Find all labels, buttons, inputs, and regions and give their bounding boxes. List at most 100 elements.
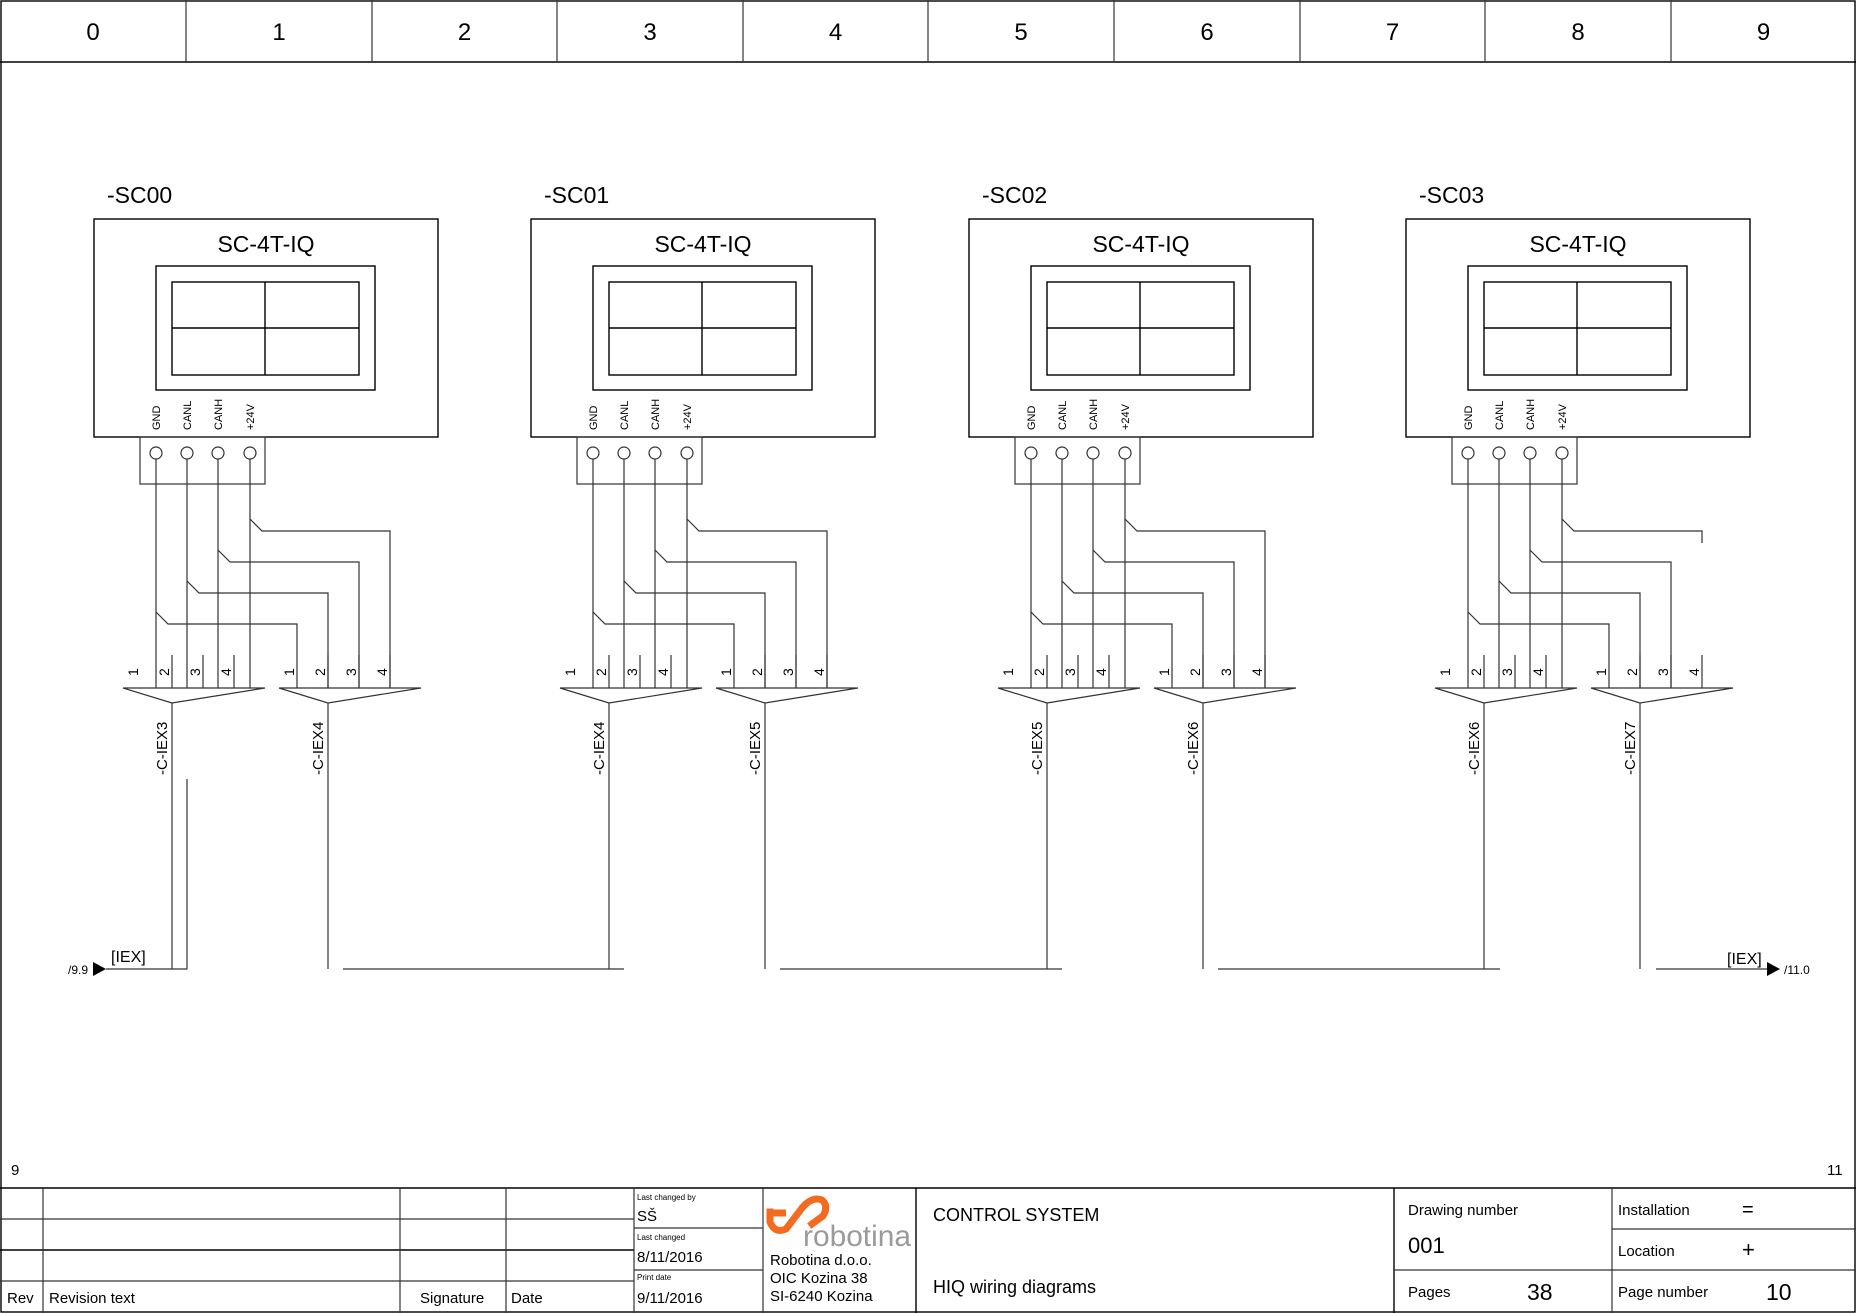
pin-label: 3 xyxy=(343,668,359,676)
pin-label: 2 xyxy=(1031,668,1047,676)
last-changed-by-label: Last changed by xyxy=(637,1193,696,1202)
connector-symbol xyxy=(278,687,422,704)
terminal-screw-icon[interactable] xyxy=(648,446,662,460)
device-model: SC-4T-IQ xyxy=(1529,231,1626,257)
date-header: Date xyxy=(511,1290,543,1307)
branch-wire xyxy=(623,580,766,688)
pin-label: 1 xyxy=(125,668,141,676)
branch-wire xyxy=(1498,580,1641,688)
branch-wire xyxy=(249,518,391,688)
installation-value: = xyxy=(1742,1199,1754,1221)
installation-label: Installation xyxy=(1618,1202,1690,1219)
pin-label: 4 xyxy=(218,668,234,676)
pin-label: 1 xyxy=(1156,668,1172,676)
offpage-out-ref: /11.0 xyxy=(1784,963,1810,977)
branch-wire xyxy=(186,580,329,688)
bus-line xyxy=(106,779,1767,970)
terminal-screw-icon[interactable] xyxy=(1523,446,1537,460)
company-city: SI-6240 Kozina xyxy=(770,1288,873,1305)
branch-wire xyxy=(1561,518,1703,543)
pin-label: 2 xyxy=(593,668,609,676)
branch-wire xyxy=(1030,611,1173,688)
revision-text-header: Revision text xyxy=(49,1290,136,1307)
terminal-screw-icon[interactable] xyxy=(1461,446,1475,460)
logo-wordmark: robotina xyxy=(803,1220,911,1253)
wiring xyxy=(1467,459,1703,688)
pin-label: 3 xyxy=(1655,668,1671,676)
page-number-value: 10 xyxy=(1766,1279,1792,1305)
terminal-screw-icon[interactable] xyxy=(1055,446,1069,460)
print-date-label: Print date xyxy=(637,1273,672,1282)
company-name: Robotina d.o.o. xyxy=(770,1252,872,1269)
connector-symbol xyxy=(1434,687,1578,704)
terminal-screw-icon[interactable] xyxy=(1492,446,1506,460)
connector-label: -C-IEX4 xyxy=(591,722,608,775)
pin-label: 2 xyxy=(1624,668,1640,676)
connector-label: -C-IEX7 xyxy=(1622,722,1639,775)
branch-wire xyxy=(217,549,360,688)
ruler-column-label: 0 xyxy=(86,19,99,46)
robotina-logo-icon: robotina xyxy=(766,1195,911,1253)
branch-wire xyxy=(1124,518,1266,688)
ruler-column-label: 8 xyxy=(1571,19,1584,46)
offpage-connector-in[interactable]: /9.9 [IEX] xyxy=(68,949,146,977)
ruler-column-label: 9 xyxy=(1757,19,1770,46)
device-tag: -SC00 xyxy=(107,182,172,208)
location-label: Location xyxy=(1618,1243,1675,1260)
terminal-label: CANH xyxy=(650,399,662,430)
terminal-screw-icon[interactable] xyxy=(617,446,631,460)
pin-label: 2 xyxy=(1468,668,1484,676)
branch-wire xyxy=(686,518,828,688)
offpage-in-label: [IEX] xyxy=(111,949,146,966)
branch-wire xyxy=(654,549,797,688)
terminal-screw-icon[interactable] xyxy=(1086,446,1100,460)
terminal-label: CANL xyxy=(182,401,194,430)
terminal-screw-icon[interactable] xyxy=(1555,446,1569,460)
ruler-column-label: 5 xyxy=(1014,19,1027,46)
previous-page-ref[interactable]: 9 xyxy=(11,1162,19,1179)
last-changed-label: Last changed xyxy=(637,1233,685,1242)
terminal-label: +24V xyxy=(682,403,694,430)
pin-label: 4 xyxy=(1093,668,1109,676)
connector-label: -C-IEX6 xyxy=(1185,722,1202,775)
pin-label: 1 xyxy=(718,668,734,676)
pin-label: 4 xyxy=(374,668,390,676)
pin-label: 3 xyxy=(1062,668,1078,676)
terminal-screw-icon[interactable] xyxy=(680,446,694,460)
pin-label: 3 xyxy=(624,668,640,676)
pin-label: 1 xyxy=(562,668,578,676)
change-info: Last changed by SŠ Last changed 8/11/201… xyxy=(634,1188,764,1313)
pin-label: 4 xyxy=(1249,668,1265,676)
terminal-screw-icon[interactable] xyxy=(211,446,225,460)
ruler-column-label: 6 xyxy=(1200,19,1213,46)
next-page-ref[interactable]: 11 xyxy=(1827,1162,1843,1179)
terminal-block xyxy=(576,436,703,485)
terminal-screw-icon[interactable] xyxy=(149,446,163,460)
terminal-screw-icon[interactable] xyxy=(586,446,600,460)
terminal-screw-icon[interactable] xyxy=(180,446,194,460)
ruler-column-label: 4 xyxy=(829,19,842,46)
terminal-screw-icon[interactable] xyxy=(1118,446,1132,460)
pin-label: 3 xyxy=(187,668,203,676)
device-body xyxy=(530,218,876,438)
terminal-screw-icon[interactable] xyxy=(1024,446,1038,460)
terminal-screw-icon[interactable] xyxy=(243,446,257,460)
terminal-label: GND xyxy=(1026,406,1038,431)
branch-wire xyxy=(1092,549,1235,688)
offpage-connector-out[interactable]: /11.0 [IEX] xyxy=(1727,951,1810,977)
terminal-block xyxy=(1451,436,1578,485)
